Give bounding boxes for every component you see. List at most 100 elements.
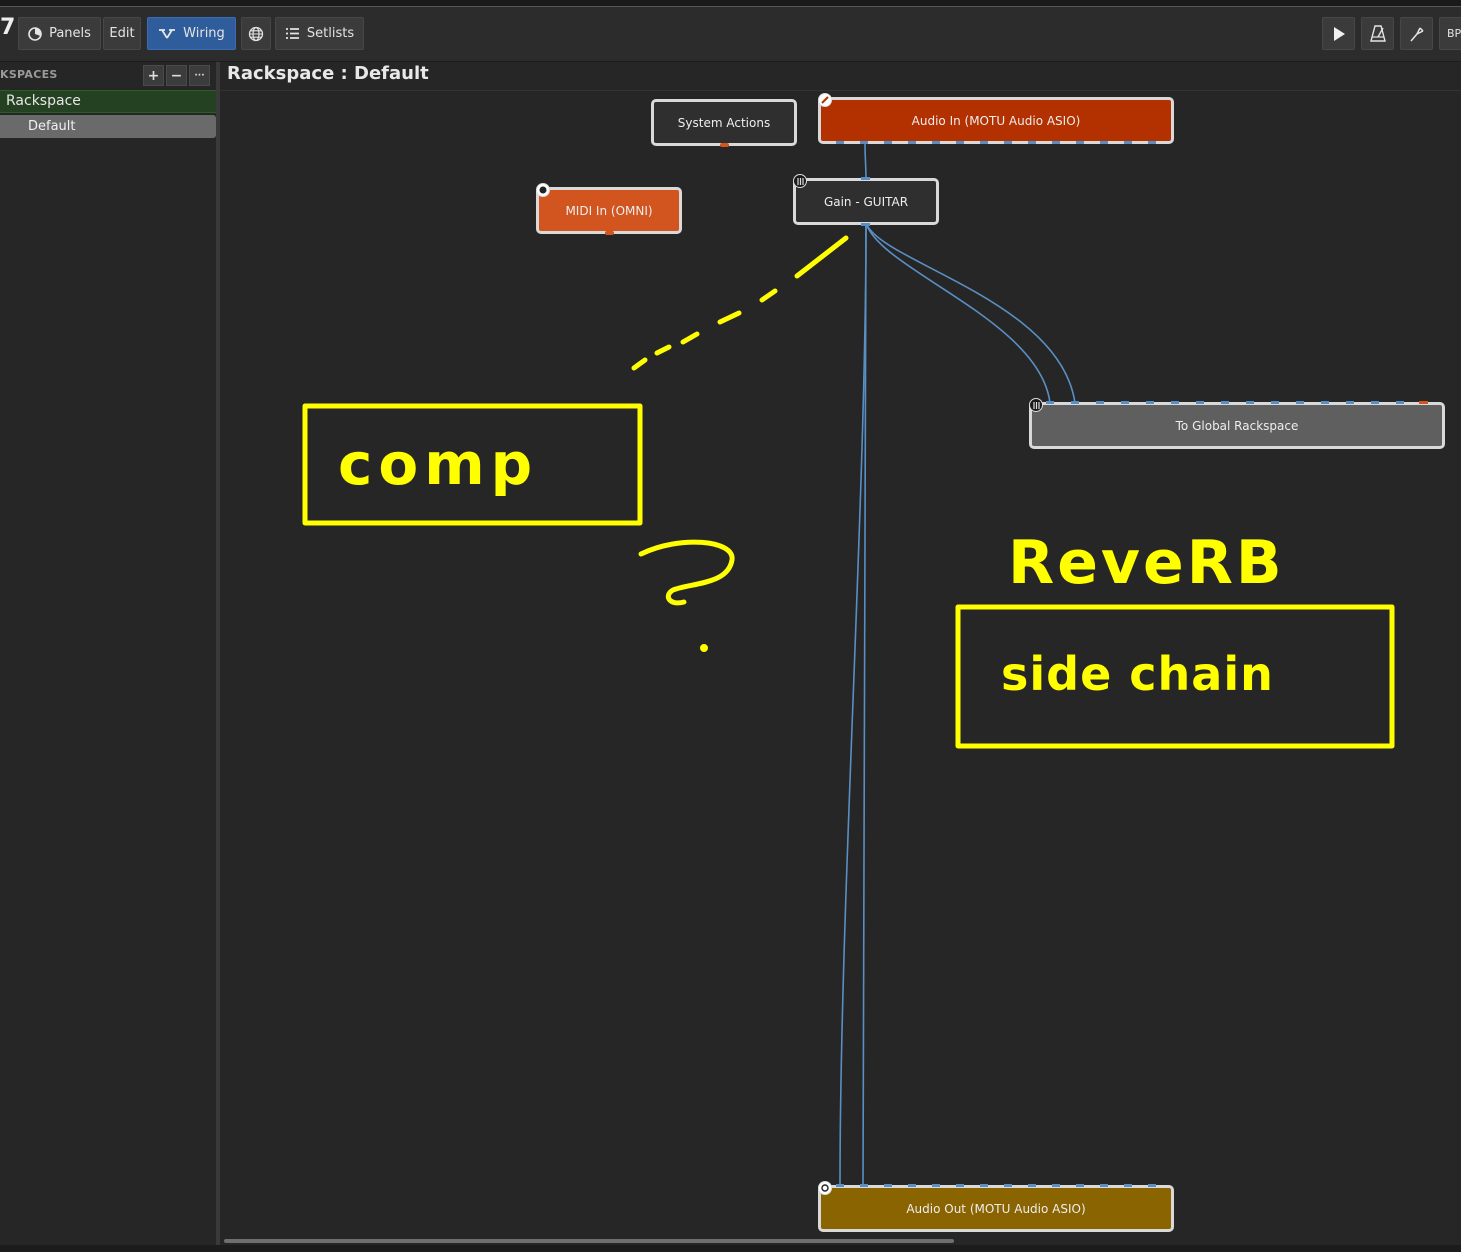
annotation-reverb-text: ReveRB bbox=[1008, 528, 1285, 598]
port-pin[interactable] bbox=[1221, 401, 1229, 404]
add-rackspace-button[interactable]: + bbox=[143, 65, 164, 86]
port-pin[interactable] bbox=[1321, 401, 1329, 404]
setlists-button[interactable]: Setlists bbox=[275, 17, 364, 50]
port-pin[interactable] bbox=[1100, 1184, 1108, 1187]
port-pin[interactable] bbox=[836, 1184, 844, 1187]
port-pin[interactable] bbox=[1052, 141, 1060, 144]
list-icon bbox=[285, 27, 300, 40]
port-pin[interactable] bbox=[1004, 141, 1012, 144]
add-label: + bbox=[147, 67, 160, 84]
speaker-icon bbox=[818, 1181, 832, 1195]
port-pin[interactable] bbox=[980, 1184, 988, 1187]
canvas-title: Rackspace : Default bbox=[227, 63, 429, 84]
system-actions-output-pin[interactable] bbox=[720, 143, 729, 147]
bpm-display[interactable]: BP bbox=[1439, 17, 1461, 50]
port-pin[interactable] bbox=[908, 1184, 916, 1187]
handwritten-annotations bbox=[302, 235, 1395, 749]
node-audio-in[interactable]: Audio In (MOTU Audio ASIO) bbox=[818, 93, 1174, 144]
play-icon bbox=[1332, 26, 1346, 42]
port-pin[interactable] bbox=[1121, 401, 1129, 404]
port-pin[interactable] bbox=[1124, 1184, 1132, 1187]
node-midi-in[interactable]: MIDI In (OMNI) bbox=[536, 183, 682, 235]
port-pin[interactable] bbox=[1100, 141, 1108, 144]
midi-in-output-pin[interactable] bbox=[605, 231, 614, 235]
wiring-label: Wiring bbox=[183, 26, 225, 41]
port-pin[interactable] bbox=[860, 1184, 868, 1187]
port-pin[interactable] bbox=[908, 141, 916, 144]
gain-output-pin bbox=[861, 223, 870, 226]
port-pin[interactable] bbox=[1296, 401, 1304, 404]
port-pin[interactable] bbox=[884, 141, 892, 144]
port-pin[interactable] bbox=[1071, 401, 1079, 404]
port-pin[interactable] bbox=[1096, 401, 1104, 404]
metronome-icon bbox=[1369, 25, 1386, 42]
port-pin[interactable] bbox=[1148, 1184, 1156, 1187]
bpm-label: BP bbox=[1447, 27, 1461, 40]
to-global-midi-pin bbox=[1419, 401, 1428, 404]
gain-input-pin bbox=[861, 177, 870, 180]
port-pin[interactable] bbox=[1028, 1184, 1036, 1187]
port-pin[interactable] bbox=[860, 141, 868, 144]
global-button[interactable] bbox=[241, 17, 271, 50]
port-pin[interactable] bbox=[1371, 401, 1379, 404]
port-pin[interactable] bbox=[1076, 141, 1084, 144]
edit-label: Edit bbox=[109, 26, 135, 41]
audio-in-output-pins bbox=[836, 141, 1156, 144]
play-button[interactable] bbox=[1322, 17, 1355, 50]
remove-label: − bbox=[170, 67, 183, 84]
tuning-fork-icon bbox=[1409, 25, 1425, 42]
port-pin[interactable] bbox=[956, 1184, 964, 1187]
annotation-sidechain-text: side chain bbox=[1001, 647, 1274, 701]
sidebar-item-rackspace[interactable]: Rackspace bbox=[0, 90, 216, 113]
mixer-sliders-icon bbox=[1029, 398, 1043, 412]
port-pin[interactable] bbox=[980, 141, 988, 144]
port-pin[interactable] bbox=[1046, 401, 1054, 404]
remove-rackspace-button[interactable]: − bbox=[166, 65, 187, 86]
port-pin[interactable] bbox=[884, 1184, 892, 1187]
more-label: ··· bbox=[194, 70, 205, 81]
port-pin[interactable] bbox=[1124, 141, 1132, 144]
port-pin[interactable] bbox=[1346, 401, 1354, 404]
port-pin[interactable] bbox=[1246, 401, 1254, 404]
sidebar-splitter[interactable] bbox=[216, 62, 220, 1252]
port-pin[interactable] bbox=[1196, 401, 1204, 404]
wiring-button[interactable]: Wiring bbox=[147, 17, 236, 50]
node-midi-in-label: MIDI In (OMNI) bbox=[565, 203, 653, 218]
panels-label: Panels bbox=[49, 26, 91, 41]
wire-gain-to-global-left bbox=[865, 222, 1051, 404]
panels-button[interactable]: Panels bbox=[18, 17, 101, 50]
edit-button[interactable]: Edit bbox=[103, 17, 141, 50]
port-pin[interactable] bbox=[1052, 1184, 1060, 1187]
port-pin[interactable] bbox=[1171, 401, 1179, 404]
port-pin[interactable] bbox=[1271, 401, 1279, 404]
horizontal-scrollbar[interactable] bbox=[224, 1239, 954, 1243]
metronome-button[interactable] bbox=[1361, 17, 1394, 50]
panels-icon bbox=[28, 26, 42, 41]
annotation-question-mark bbox=[638, 539, 735, 606]
port-pin[interactable] bbox=[1004, 1184, 1012, 1187]
node-to-global-rackspace[interactable]: To Global Rackspace bbox=[1029, 398, 1445, 449]
port-pin[interactable] bbox=[1028, 141, 1036, 144]
port-pin[interactable] bbox=[1396, 401, 1404, 404]
tuner-button[interactable] bbox=[1400, 17, 1433, 50]
edit-pencil-icon[interactable] bbox=[818, 93, 832, 107]
wire-gain-to-global-right bbox=[865, 222, 1076, 404]
node-gain-guitar-label: Gain - GUITAR bbox=[823, 194, 909, 209]
port-pin[interactable] bbox=[1076, 1184, 1084, 1187]
port-pin[interactable] bbox=[956, 141, 964, 144]
port-pin[interactable] bbox=[1146, 401, 1154, 404]
port-pin[interactable] bbox=[932, 141, 940, 144]
annotation-sidechain-box bbox=[955, 604, 1395, 749]
node-system-actions[interactable]: System Actions bbox=[651, 99, 797, 147]
setlists-label: Setlists bbox=[306, 26, 355, 41]
node-audio-out[interactable]: Audio Out (MOTU Audio ASIO) bbox=[818, 1181, 1174, 1232]
port-pin[interactable] bbox=[932, 1184, 940, 1187]
rackspaces-header: KSPACES bbox=[0, 68, 58, 81]
annotation-dashed-line bbox=[631, 235, 849, 371]
port-pin[interactable] bbox=[836, 141, 844, 144]
sidebar-item-default-variation[interactable]: Default bbox=[0, 115, 216, 138]
rackspace-menu-button[interactable]: ··· bbox=[189, 65, 210, 86]
bottom-bar bbox=[0, 1245, 1461, 1252]
port-pin[interactable] bbox=[1148, 141, 1156, 144]
